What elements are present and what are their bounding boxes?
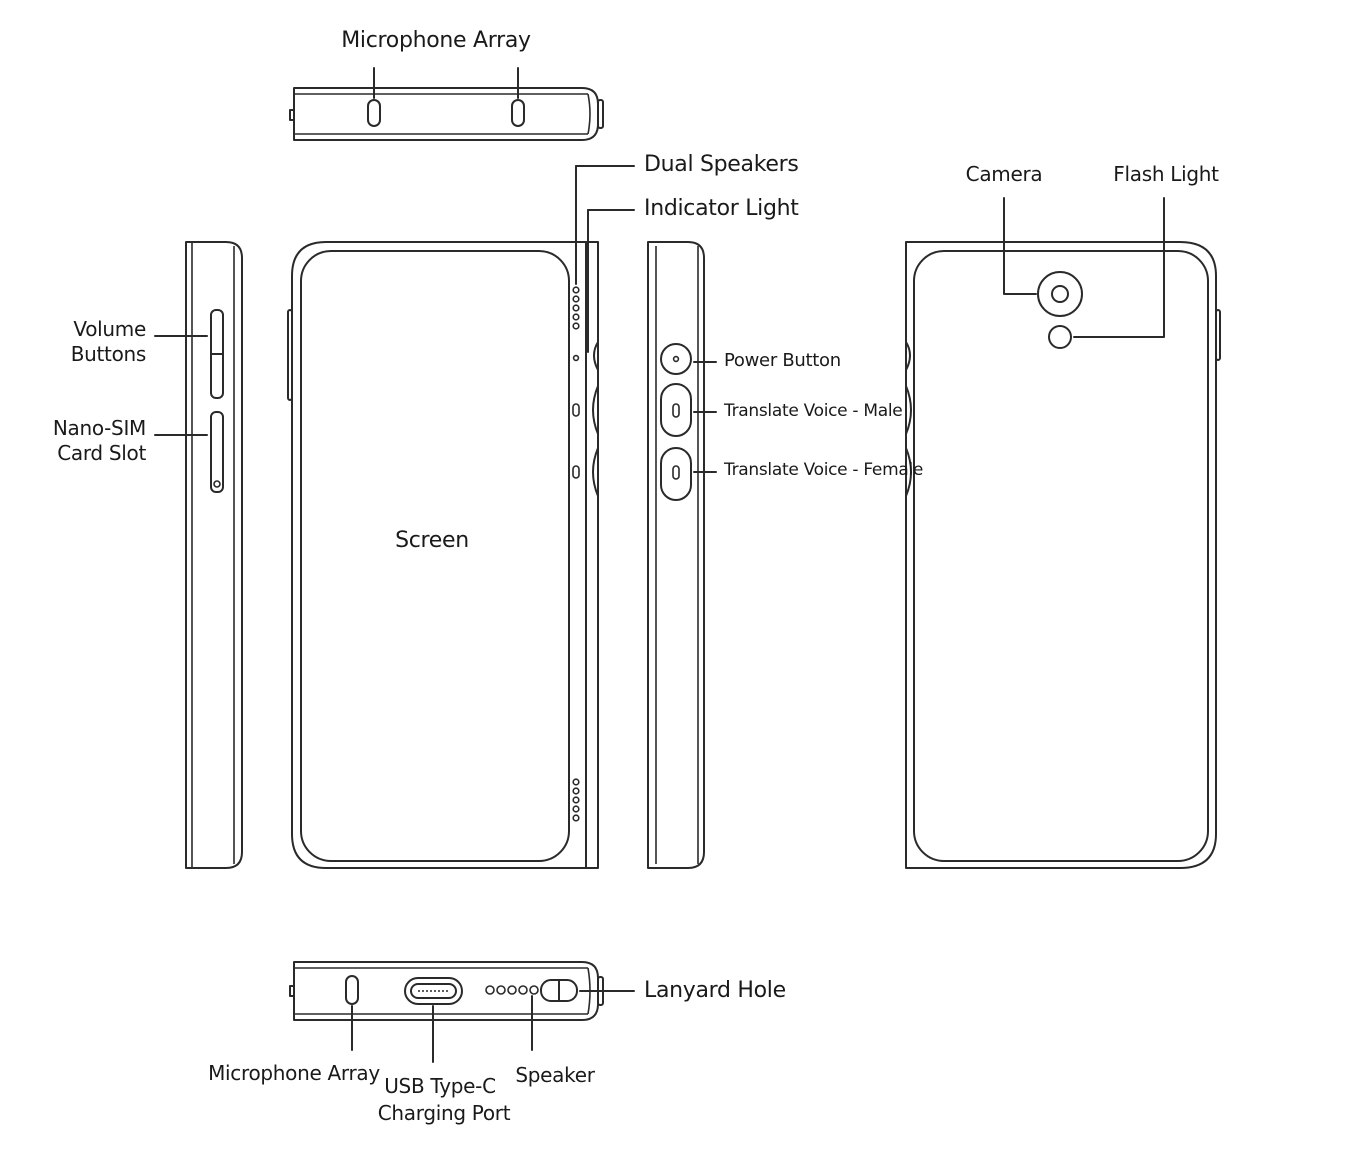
dual-speaker-holes-bottom (572, 778, 580, 822)
power-button-shape (660, 343, 692, 375)
front-view (287, 165, 635, 869)
camera-lens-inner (1051, 285, 1069, 303)
indicator-light-dot (572, 354, 580, 362)
label-translate-voice-male: Translate Voice - Male (724, 401, 903, 421)
camera-lens-outer (1037, 271, 1083, 317)
sim-slot-shape (210, 411, 224, 493)
label-screen: Screen (395, 528, 469, 553)
label-indicator-light: Indicator Light (644, 196, 799, 221)
label-camera: Camera (965, 162, 1043, 186)
right-side-view (647, 241, 717, 869)
label-speaker: Speaker (515, 1063, 595, 1087)
bottom-edge-view (289, 961, 635, 1063)
flash-light-shape (1048, 325, 1072, 349)
label-volume-buttons-line2: Buttons (70, 342, 147, 366)
bottom-mic-hole (345, 975, 359, 1005)
label-power-button: Power Button (724, 350, 841, 371)
label-usb-type-c-line2: Charging Port (377, 1101, 511, 1125)
back-view (905, 197, 1221, 869)
top-edge-view (289, 67, 604, 141)
dual-speaker-holes-top (572, 286, 580, 330)
label-dual-speakers: Dual Speakers (644, 152, 799, 177)
label-nano-sim-line1: Nano-SIM (52, 416, 146, 440)
bottom-speaker-holes (485, 985, 539, 995)
label-translate-voice-female: Translate Voice - Female (724, 460, 924, 480)
label-bottom-microphone-array: Microphone Array (208, 1061, 380, 1085)
label-nano-sim-line2: Card Slot (57, 441, 146, 465)
label-volume-buttons-line1: Volume (73, 317, 146, 341)
label-lanyard-hole: Lanyard Hole (644, 978, 786, 1003)
left-side-view (154, 241, 243, 869)
top-mic-hole-left (367, 99, 381, 127)
label-flash-light: Flash Light (1113, 162, 1219, 186)
label-usb-type-c-line1: USB Type-C (384, 1074, 496, 1098)
top-mic-hole-right (511, 99, 525, 127)
label-top-microphone-array: Microphone Array (341, 28, 531, 53)
translate-male-button-shape (660, 383, 692, 437)
translate-female-button-shape (660, 447, 692, 501)
usb-c-port-shape (404, 977, 463, 1005)
